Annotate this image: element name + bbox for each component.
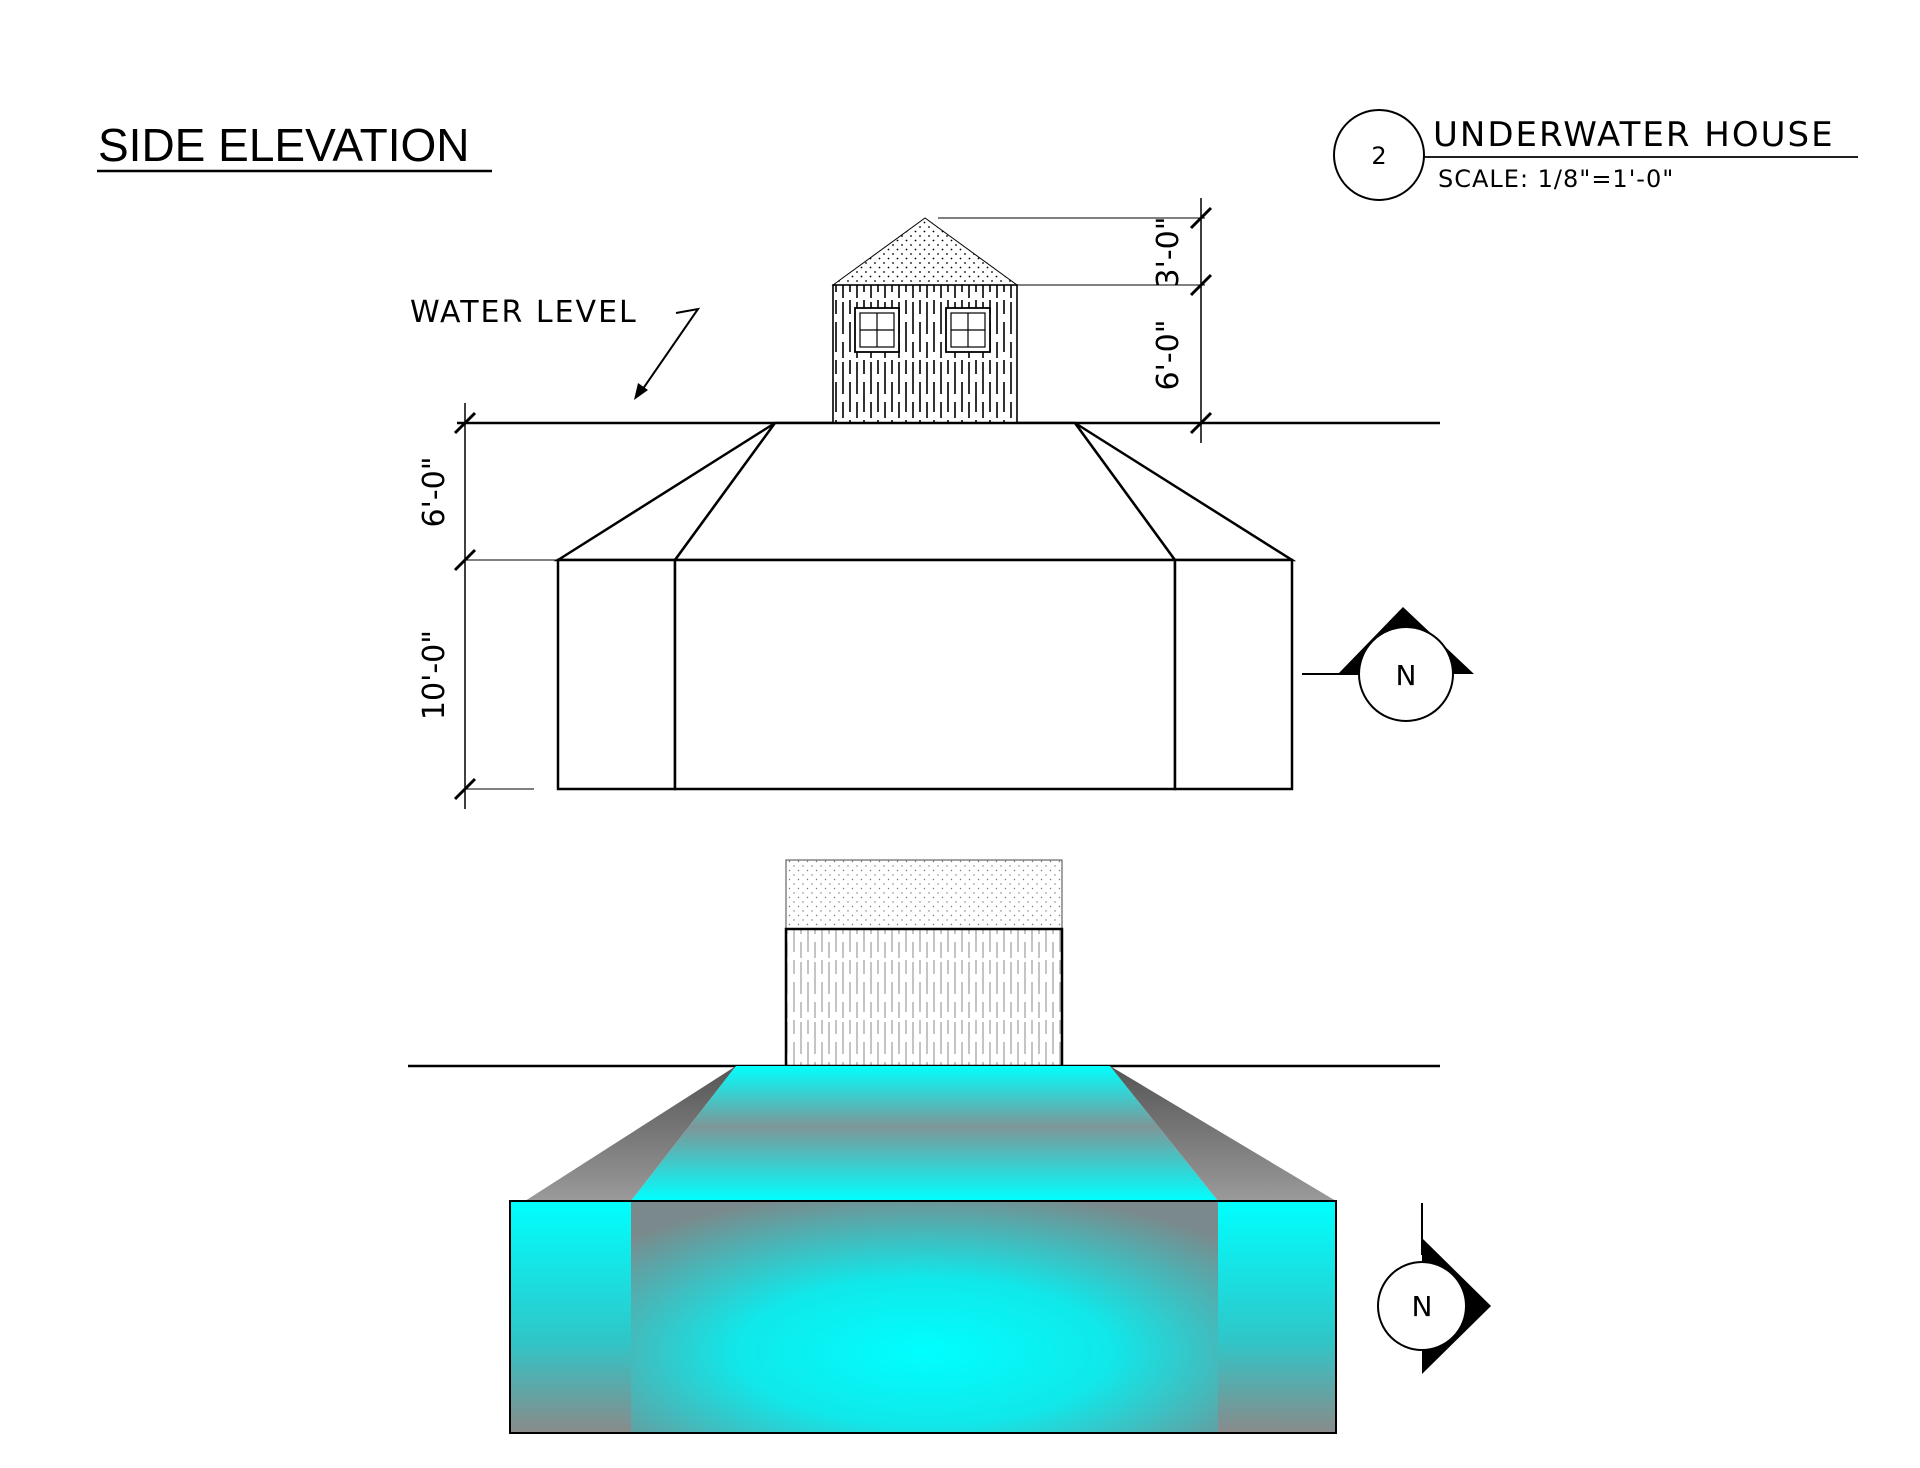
lower-elevation-rendered: N bbox=[408, 859, 1491, 1434]
upper-elevation: WATER LEVEL bbox=[410, 198, 1474, 809]
house-window-right bbox=[945, 307, 991, 353]
drawing-number: 2 bbox=[1371, 142, 1386, 170]
house-wall bbox=[832, 284, 1018, 424]
house-window-left bbox=[854, 307, 900, 353]
water-level-leader bbox=[637, 307, 701, 397]
lower-base-height-dimension: 10'-0" bbox=[417, 630, 452, 720]
house-roof-rendered bbox=[785, 859, 1063, 930]
north-arrow-icon: N bbox=[1302, 607, 1474, 722]
underwater-base-outline bbox=[553, 421, 1297, 791]
underwater-base-rendered bbox=[509, 1066, 1337, 1434]
house-height-dimension: 6'-0" bbox=[1151, 319, 1186, 390]
drawing-title: UNDERWATER HOUSE bbox=[1433, 115, 1835, 155]
upper-base-height-dimension: 6'-0" bbox=[417, 456, 452, 527]
page-title: SIDE ELEVATION bbox=[98, 119, 470, 171]
leader-arrowhead bbox=[634, 383, 648, 400]
drawing-title-block: 2 UNDERWATER HOUSE SCALE: 1/8"=1'-0" bbox=[1333, 109, 1858, 201]
house-roof bbox=[831, 217, 1019, 286]
dimension-left bbox=[453, 403, 558, 809]
house-wall-rendered bbox=[784, 927, 1064, 1068]
scale-label: SCALE: 1/8"=1'-0" bbox=[1438, 165, 1674, 193]
roof-height-dimension: 3'-0" bbox=[1151, 216, 1186, 287]
water-level-label: WATER LEVEL bbox=[410, 295, 638, 330]
drawing-number-bubble bbox=[1333, 109, 1425, 201]
north-arrow-icon: N bbox=[1377, 1203, 1491, 1374]
dimension-right bbox=[938, 198, 1213, 443]
north-label: N bbox=[1396, 659, 1417, 692]
north-label-rendered: N bbox=[1412, 1290, 1433, 1323]
